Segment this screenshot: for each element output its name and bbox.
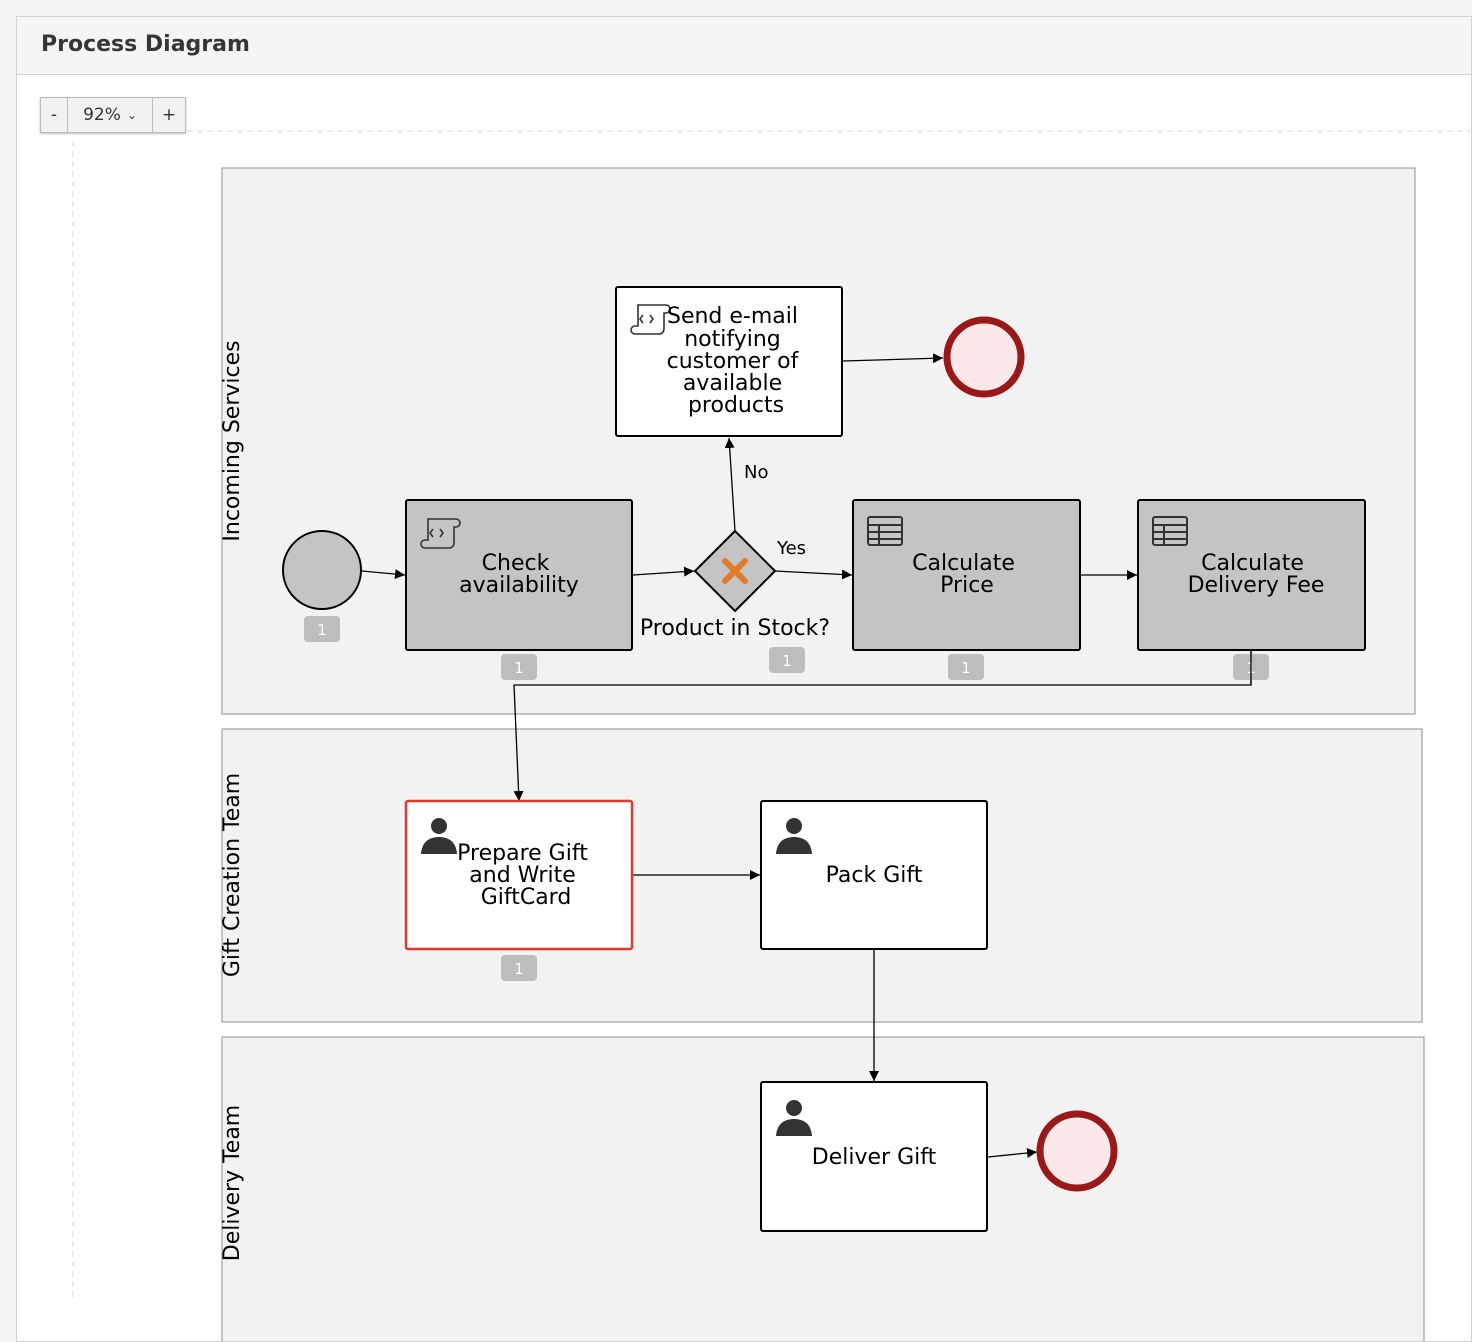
svg-text:1: 1	[514, 659, 524, 677]
task-calculate-delivery-fee[interactable]: Calculate Delivery Fee	[1137, 499, 1366, 651]
svg-text:Prepare Gift and Write: Prepare Gift and Write GiftCard	[457, 841, 595, 910]
gateway-label: Product in Stock?	[640, 616, 830, 641]
task-label-deliver: Deliver Gift	[812, 1145, 937, 1170]
flow-start-to-check[interactable]	[361, 569, 406, 580]
count-badge-start: 1	[304, 616, 340, 642]
svg-text:1: 1	[317, 621, 327, 639]
flow-gateway-no-to-email[interactable]	[724, 437, 736, 532]
chevron-down-icon: ⌄	[126, 108, 137, 122]
zoom-in-button[interactable]: +	[161, 105, 177, 125]
flow-email-to-end[interactable]	[842, 353, 944, 364]
start-event[interactable]	[282, 530, 362, 610]
task-label-line: available	[683, 371, 782, 396]
exclusive-x-icon	[722, 558, 748, 584]
bpmn-diagram: Incoming Services Gift Creation Team Del…	[72, 130, 1471, 1341]
task-label-line: availability	[459, 573, 579, 598]
task-calculate-price[interactable]: Calculate Price	[852, 499, 1081, 651]
lane-label-incoming: Incoming Services	[220, 340, 245, 541]
zoom-level-select[interactable]: 92% ⌄	[67, 98, 153, 132]
panel-title: Process Diagram	[41, 32, 250, 57]
svg-text:Send e-mail notifying: Send e-mail notifying customer of availa…	[667, 304, 806, 418]
user-icon	[776, 1100, 812, 1136]
lane-label-delivery: Delivery Team	[220, 1105, 245, 1261]
user-icon	[776, 818, 812, 854]
table-icon	[867, 516, 903, 546]
script-icon	[420, 518, 461, 549]
zoom-out-button[interactable]: -	[50, 105, 58, 125]
task-label-line: Send e-mail	[667, 304, 798, 329]
task-pack-gift[interactable]: Pack Gift	[760, 800, 988, 950]
flow-label-no: No	[744, 462, 768, 483]
svg-text:1: 1	[514, 960, 524, 978]
gateway-product-in-stock[interactable]	[694, 530, 776, 612]
task-deliver-gift[interactable]: Deliver Gift	[760, 1081, 988, 1232]
task-label-line: products	[688, 393, 784, 418]
task-label-line: Delivery Fee	[1188, 573, 1325, 598]
svg-text:Check availability: Check availability	[459, 551, 579, 598]
svg-text:Calculate Delivery Fee: Calculate Delivery Fee	[1188, 551, 1325, 598]
svg-text:Calculate Price: Calculate Price	[912, 551, 1022, 598]
task-label-line: Calculate	[912, 551, 1015, 576]
table-icon	[1152, 516, 1188, 546]
task-send-email[interactable]: Send e-mail notifying customer of availa…	[615, 286, 843, 437]
count-badge-check: 1	[501, 654, 537, 680]
flow-gateway-yes-to-price[interactable]	[774, 569, 853, 580]
count-badge-prepare: 1	[501, 955, 537, 981]
flow-deliver-to-end[interactable]	[987, 1148, 1038, 1158]
task-label-line: customer of	[667, 349, 800, 374]
count-badge-gateway: 1	[769, 647, 805, 673]
flow-label-yes: Yes	[776, 538, 806, 559]
task-label-line: Prepare Gift	[457, 841, 588, 866]
task-prepare-gift[interactable]: Prepare Gift and Write GiftCard	[404, 799, 634, 951]
user-icon	[421, 818, 457, 854]
zoom-level-value: 92%	[83, 105, 121, 125]
end-event-delivery[interactable]	[1036, 1110, 1118, 1192]
task-label-line: and Write	[469, 863, 575, 888]
task-label-line: Price	[940, 573, 994, 598]
lane-label-gift: Gift Creation Team	[220, 773, 245, 977]
task-check-availability[interactable]: Check availability	[405, 499, 633, 651]
task-label-line: Check	[482, 551, 550, 576]
svg-text:1: 1	[782, 652, 792, 670]
process-diagram-panel: Process Diagram Incoming Services Gift C…	[16, 16, 1472, 1342]
zoom-control: - 92% ⌄ +	[40, 97, 186, 133]
task-label-pack: Pack Gift	[826, 863, 923, 888]
count-badge-price: 1	[948, 654, 984, 680]
panel-header: Process Diagram	[17, 17, 1471, 75]
task-label-line: GiftCard	[481, 885, 572, 910]
script-icon	[630, 304, 671, 335]
svg-text:1: 1	[961, 659, 971, 677]
task-label-line: Calculate	[1201, 551, 1304, 576]
end-event-email[interactable]	[943, 316, 1025, 398]
flow-check-to-gateway[interactable]	[632, 566, 695, 577]
task-label-line: notifying	[684, 327, 781, 352]
